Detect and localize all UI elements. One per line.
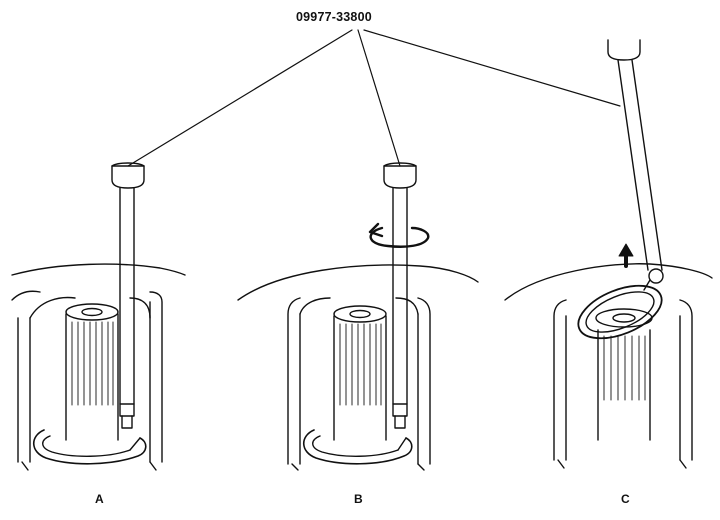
panel-a-label: A — [95, 492, 104, 506]
panel-b-label: B — [354, 492, 363, 506]
panel-c-label: C — [621, 492, 630, 506]
tool-part-number-label: 09977-33800 — [296, 10, 372, 24]
panel-a-drawing — [11, 162, 186, 471]
panel-b-drawing — [237, 162, 479, 471]
panel-c-drawing — [504, 39, 713, 469]
leader-lines — [127, 29, 621, 167]
